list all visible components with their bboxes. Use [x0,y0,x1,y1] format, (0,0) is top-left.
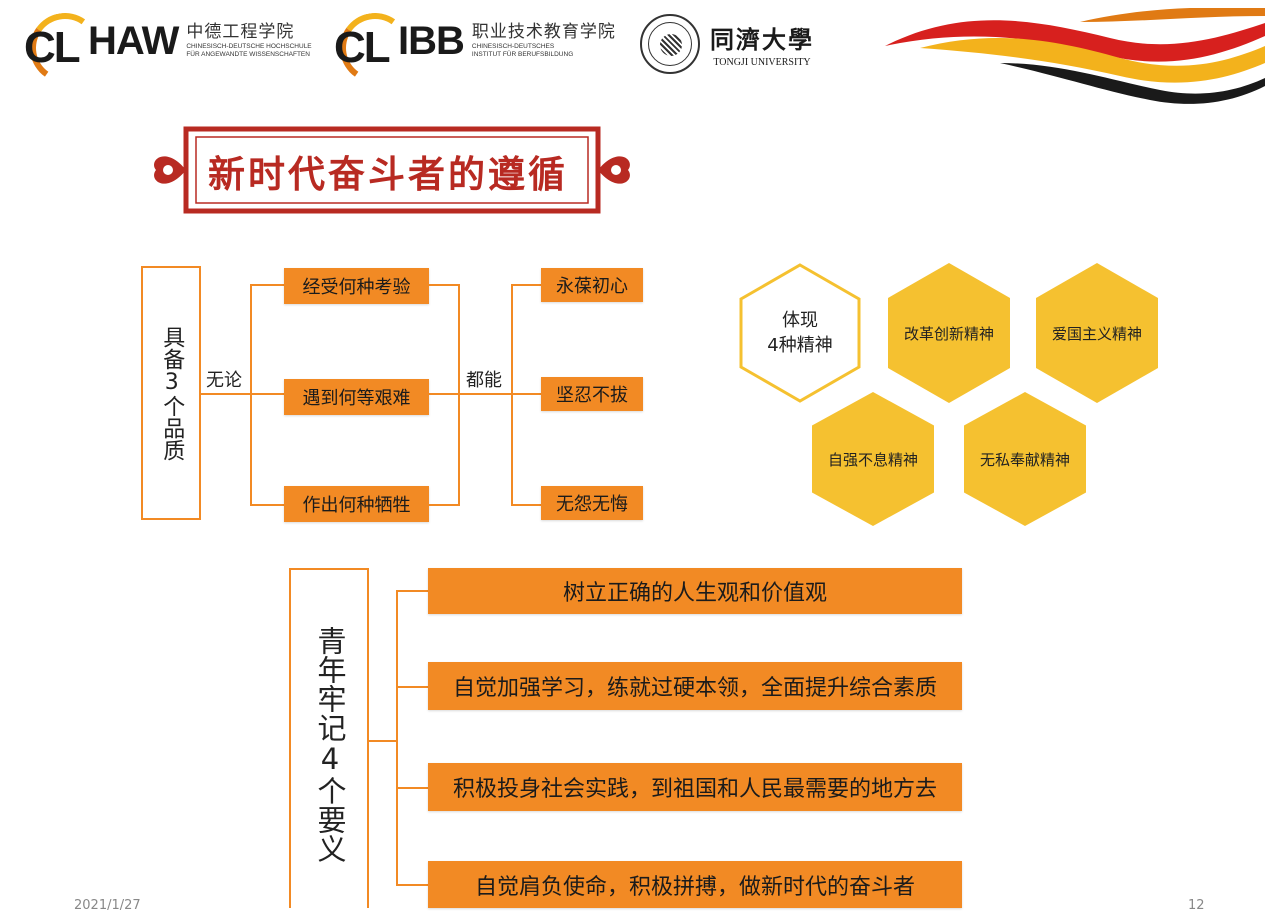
qualities-label-box: 具备3个品质 [141,266,201,520]
clhaw-logo: CL HAW 中德工程学院 CHINESISCH-DEUTSCHE HOCHSC… [24,7,312,89]
condition-box-3: 作出何种牺牲 [284,486,429,522]
requirement-bar-2: 自觉加强学习，练就过硬本领，全面提升综合素质 [428,662,962,710]
clibb-cn-name: 职业技术教育学院 [471,22,616,42]
title-banner-frame [154,126,630,214]
clibb-mark: CL [334,7,416,89]
clibb-de-line2: INSTITUT FÜR BERUFSBILDUNG [471,50,574,58]
tongji-logo: 同濟大學 TONGJI UNIVERSITY [640,14,814,74]
condition-box-2: 遇到何等艰难 [284,379,429,415]
tongji-cn-name: 同濟大學 [710,25,814,54]
tongji-seal-icon [640,14,700,74]
qualities-label: 具备3个品质 [159,325,185,461]
clibb-logo: CL IBB 职业技术教育学院 CHINESISCH-DEUTSCHES INS… [334,7,616,89]
result-box-3: 无怨无悔 [541,486,643,520]
requirements-label-box: 青年牢记4个要义 [289,568,369,908]
clhaw-de-line2: FÜR ANGEWANDTE WISSENSCHAFTEN [186,50,310,58]
requirement-bar-4: 自觉肩负使命，积极拼搏，做新时代的奋斗者 [428,861,962,908]
condition-box-1: 经受何种考验 [284,268,429,304]
clibb-abbr: IBB [398,18,465,63]
clhaw-mark: CL [24,7,106,89]
requirements-label: 青年牢记4个要义 [312,625,347,863]
spirit-hex-2: 爱国主义精神 [1036,263,1158,403]
page-title: 新时代奋斗者的遵循 [208,153,568,196]
connector-wulun: 无论 [206,370,242,391]
german-flag-swoosh [885,8,1265,104]
spirit-hex-4: 无私奉献精神 [964,392,1086,526]
connector-doneng: 都能 [466,370,502,391]
result-box-1: 永葆初心 [541,268,643,302]
spirits-center-label: 体现 4种精神 [767,309,833,356]
spirit-hex-1: 改革创新精神 [888,263,1010,403]
clibb-de-line1: CHINESISCH-DEUTSCHES [471,43,555,50]
result-box-2: 坚忍不拔 [541,377,643,411]
clhaw-abbr: HAW [88,18,179,63]
tongji-en-name: TONGJI UNIVERSITY [713,57,811,68]
footer-page-number: 12 [1188,898,1205,913]
spirit-hex-3: 自强不息精神 [812,392,934,526]
spirits-center-hexagon [739,263,861,403]
requirement-bar-1: 树立正确的人生观和价值观 [428,568,962,614]
clhaw-de-line1: CHINESISCH-DEUTSCHE HOCHSCHULE [186,43,312,50]
requirement-bar-3: 积极投身社会实践，到祖国和人民最需要的地方去 [428,763,962,811]
clhaw-cn-name: 中德工程学院 [186,22,295,42]
footer-date: 2021/1/27 [74,898,141,913]
